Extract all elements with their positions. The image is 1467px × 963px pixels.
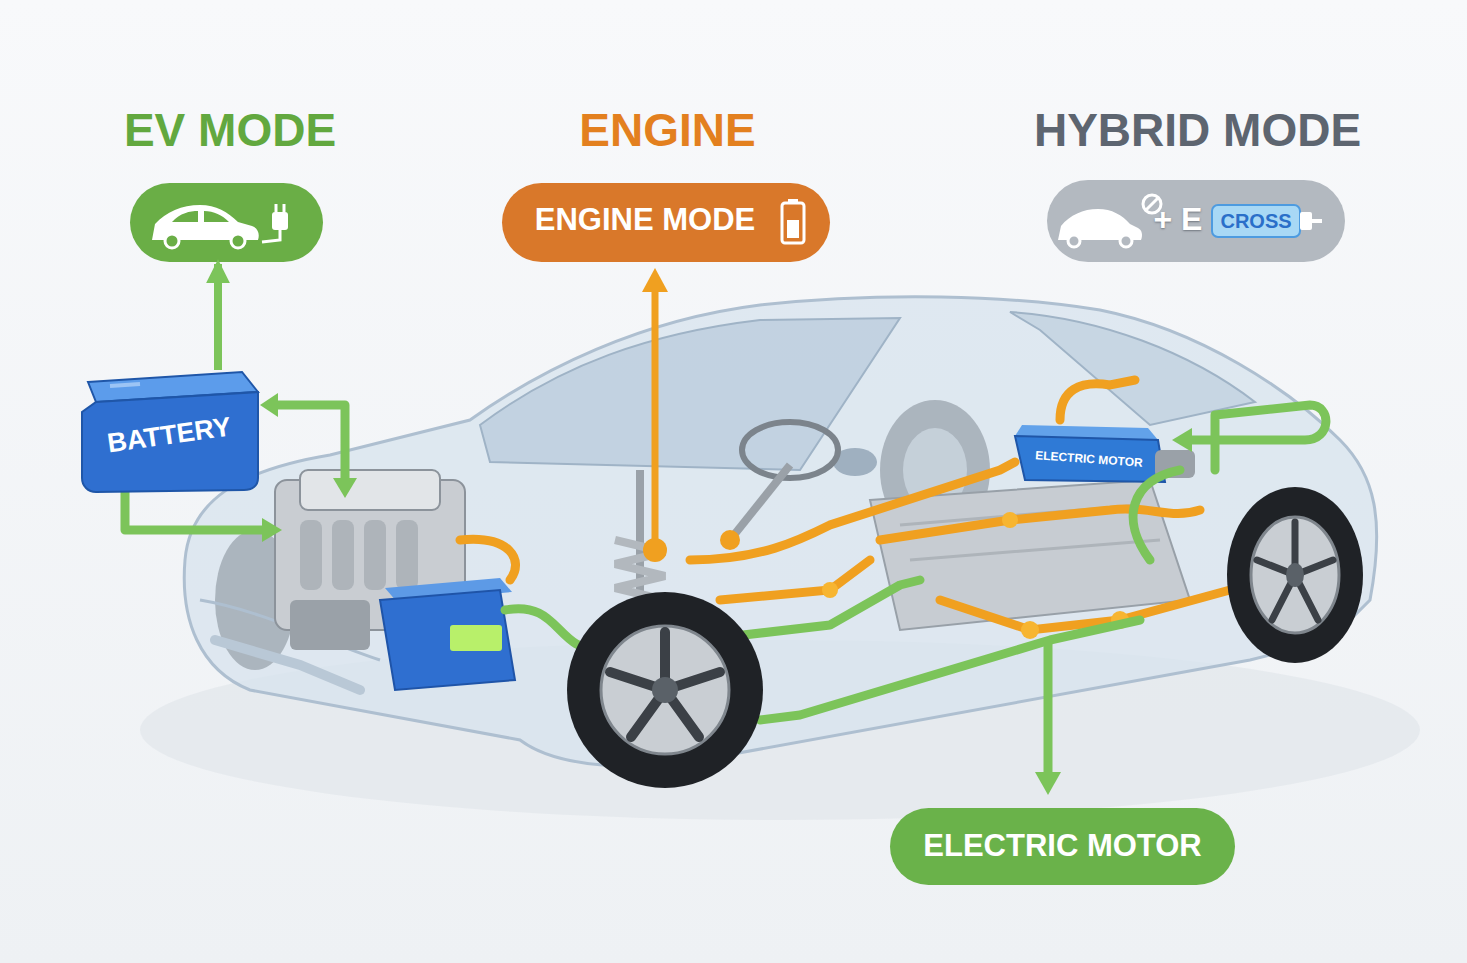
- rear-wheel: [1227, 487, 1363, 663]
- node-label: ELECTRIC MOTOR: [1035, 450, 1143, 471]
- orange-joints: [822, 512, 1129, 639]
- battery-box: [82, 372, 258, 492]
- mode-heading-pill: HYBRID MODE + E CROSS: [1000, 95, 1395, 262]
- orange-fuel-lines: [460, 462, 1230, 630]
- front-wheel: [567, 592, 763, 788]
- ev-mode-pill: [130, 183, 323, 262]
- node-label: + E: [1154, 202, 1203, 237]
- node-label: EV MODE: [124, 105, 336, 156]
- green-arrowheads: [260, 393, 1192, 795]
- car-body: [184, 297, 1376, 766]
- node-label: ELECTRIC MOTOR: [923, 829, 1201, 863]
- mode-heading-pill: EV MODE: [100, 95, 360, 262]
- flow-arrow: [214, 264, 222, 370]
- inverter-unit: [380, 578, 515, 690]
- engine-leader-arrow: [642, 268, 668, 562]
- mode-heading-pill: ENGINE ENGINE MODE: [490, 95, 845, 262]
- node-label: CROSS: [1220, 210, 1291, 232]
- mode-heading: HYBRID MODE: [1034, 105, 1361, 156]
- node-label: BATTERY: [105, 413, 232, 460]
- mode-heading: ENGINE: [579, 105, 755, 156]
- node-label: ENGINE MODE: [535, 203, 755, 237]
- rear-motor-housing: [1015, 380, 1195, 482]
- motor-box: ELECTRIC MOTOR: [1018, 438, 1160, 482]
- engine-mode-pill: [502, 183, 830, 262]
- hybrid-mode-pill: [1047, 180, 1345, 262]
- battery-box: BATTERY: [80, 372, 258, 490]
- label-pill: ELECTRIC MOTOR: [890, 808, 1235, 885]
- electric-motor-pill: [890, 808, 1235, 885]
